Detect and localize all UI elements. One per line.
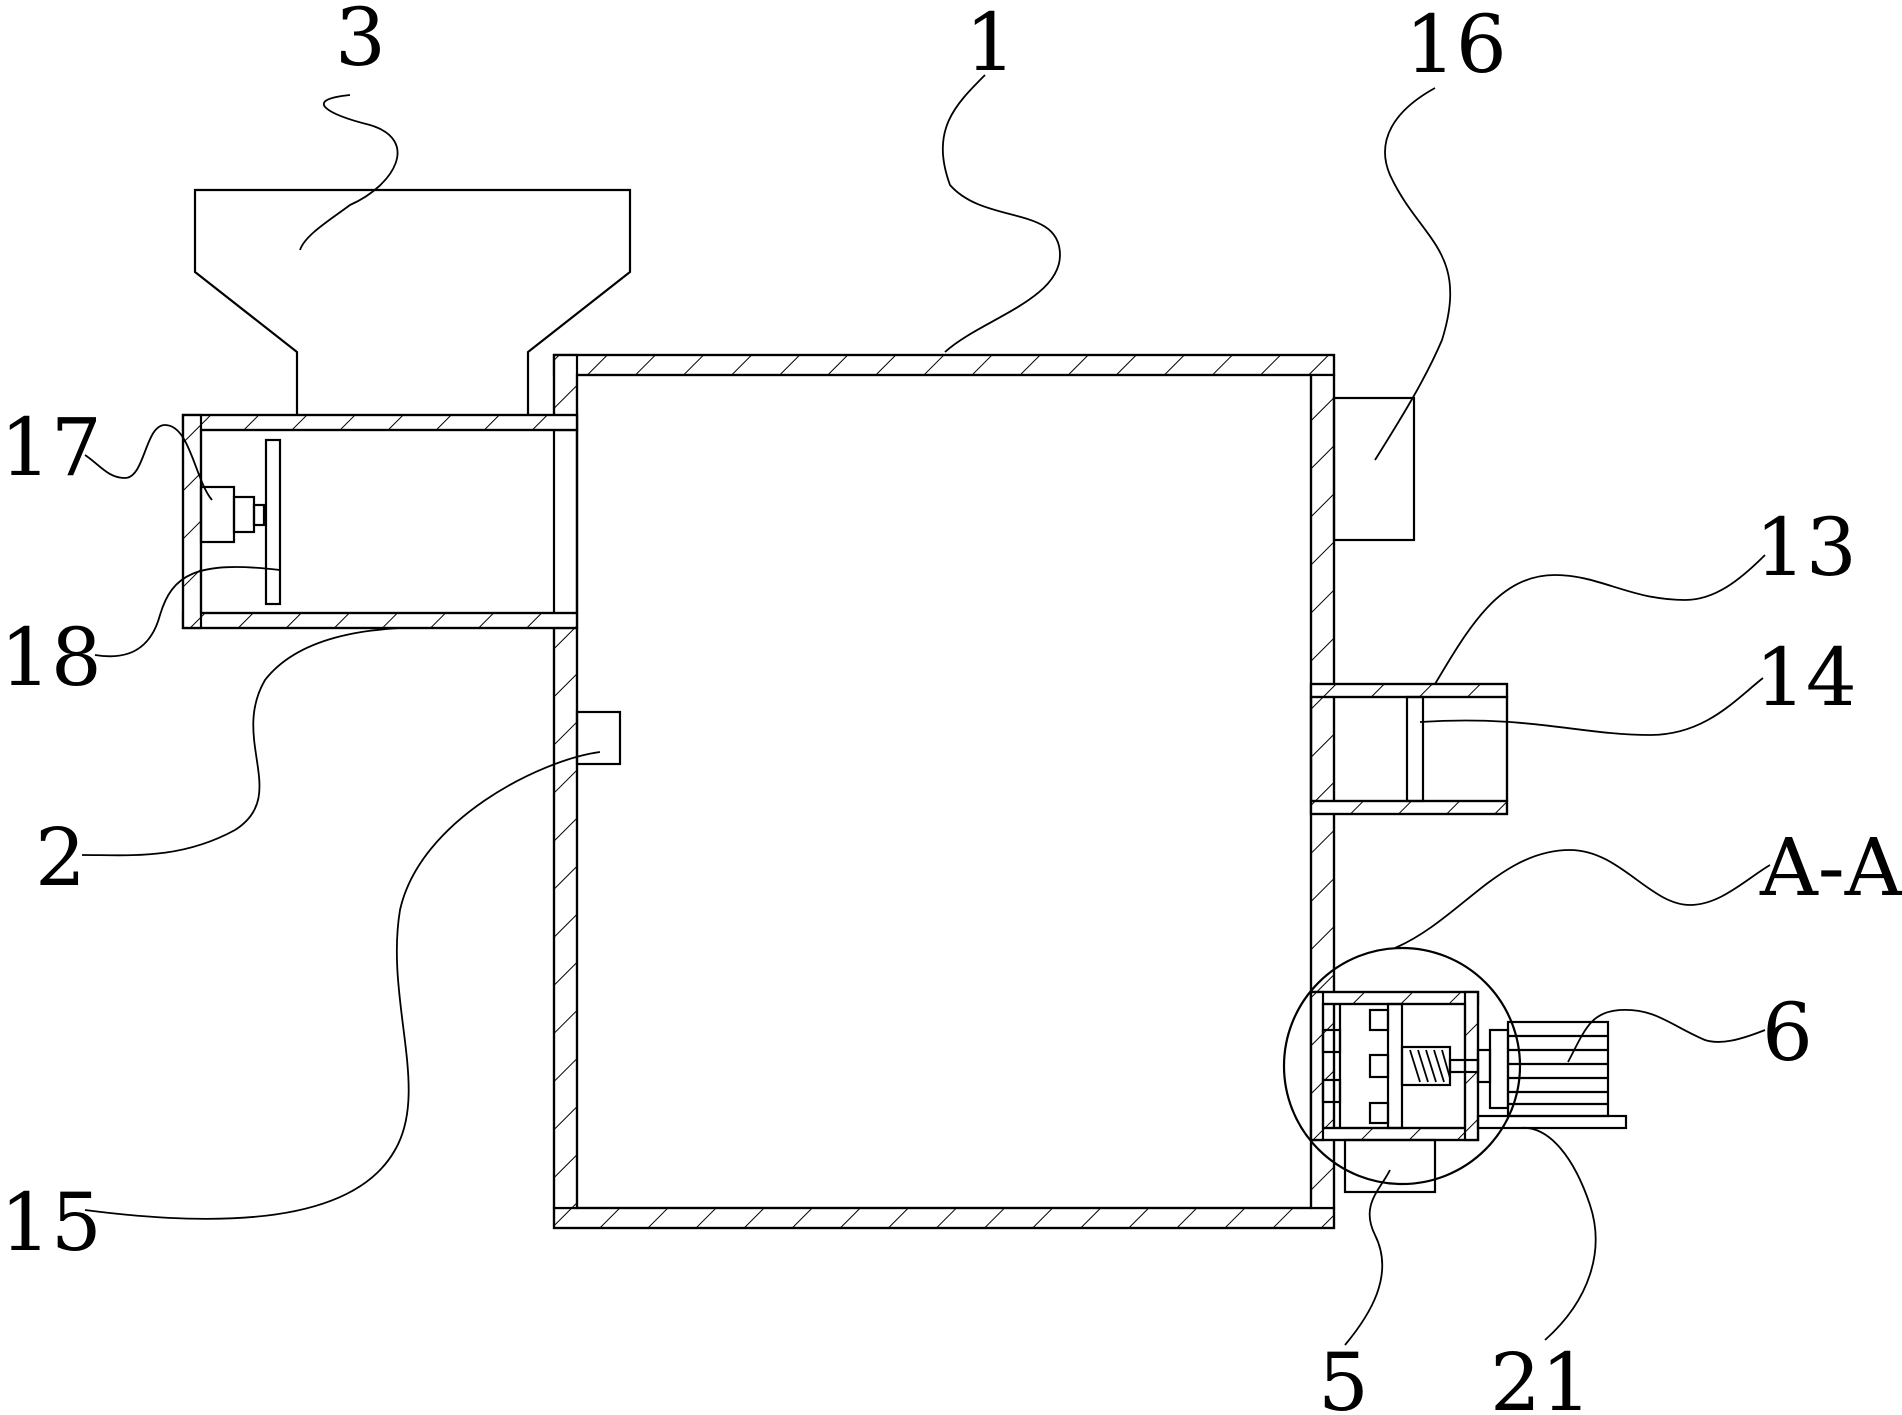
feed-motor: [199, 485, 266, 544]
label-5: 5: [1318, 1336, 1369, 1415]
label-3: 3: [335, 0, 386, 84]
detail-circle: [1282, 946, 1522, 1186]
hopper: [193, 188, 632, 415]
label-21: 21: [1490, 1336, 1592, 1415]
label-15: 15: [0, 1176, 102, 1269]
feed-disc: [264, 438, 282, 606]
label-14: 14: [1755, 631, 1857, 724]
label-13: 13: [1755, 501, 1857, 594]
label-2: 2: [35, 811, 86, 904]
feed-pipe: [181, 413, 579, 630]
motor-mount: [1476, 1114, 1628, 1130]
piston-housing: [1309, 990, 1492, 1142]
label-18: 18: [0, 611, 102, 704]
label-1: 1: [965, 0, 1016, 89]
drive-motor: [1488, 1020, 1610, 1118]
side-box: [1332, 396, 1416, 542]
label-6: 6: [1762, 986, 1813, 1079]
bottom-block: [1343, 1138, 1437, 1194]
label-section: A-A: [1759, 821, 1902, 914]
outlet-pipe: [1309, 682, 1509, 816]
tank-body: [552, 353, 1336, 1230]
label-16: 16: [1405, 0, 1507, 91]
label-17: 17: [0, 401, 102, 494]
leader-lines: [81, 74, 1771, 1346]
sensor-block: [575, 710, 622, 766]
